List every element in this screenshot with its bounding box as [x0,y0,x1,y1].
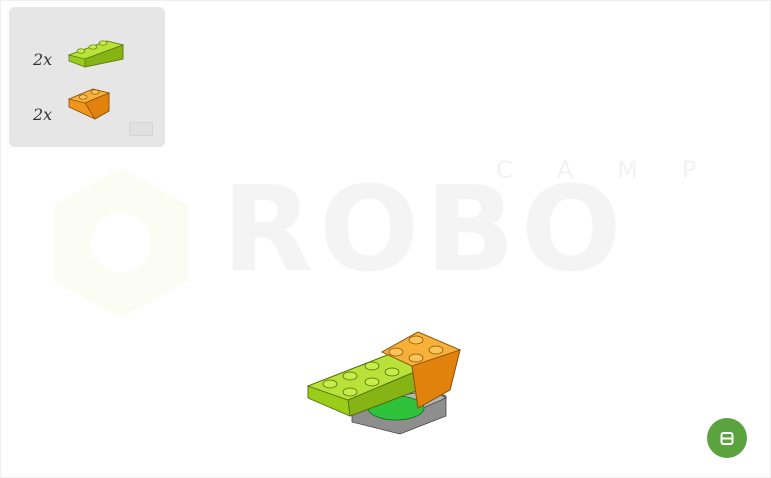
model-render [306,331,462,435]
slope-brick-lime-icon [67,40,125,68]
part-quantity: 2x [33,105,53,124]
pieces-button[interactable] [707,418,747,458]
slope-brick-orange-icon [67,88,111,120]
part-row: 2x [9,85,165,135]
parts-panel: 2x 2x [9,7,165,147]
part-row: 2x [9,37,165,87]
panel-tab[interactable] [129,122,153,136]
pieces-icon [720,432,734,445]
part-quantity: 2x [33,50,53,69]
